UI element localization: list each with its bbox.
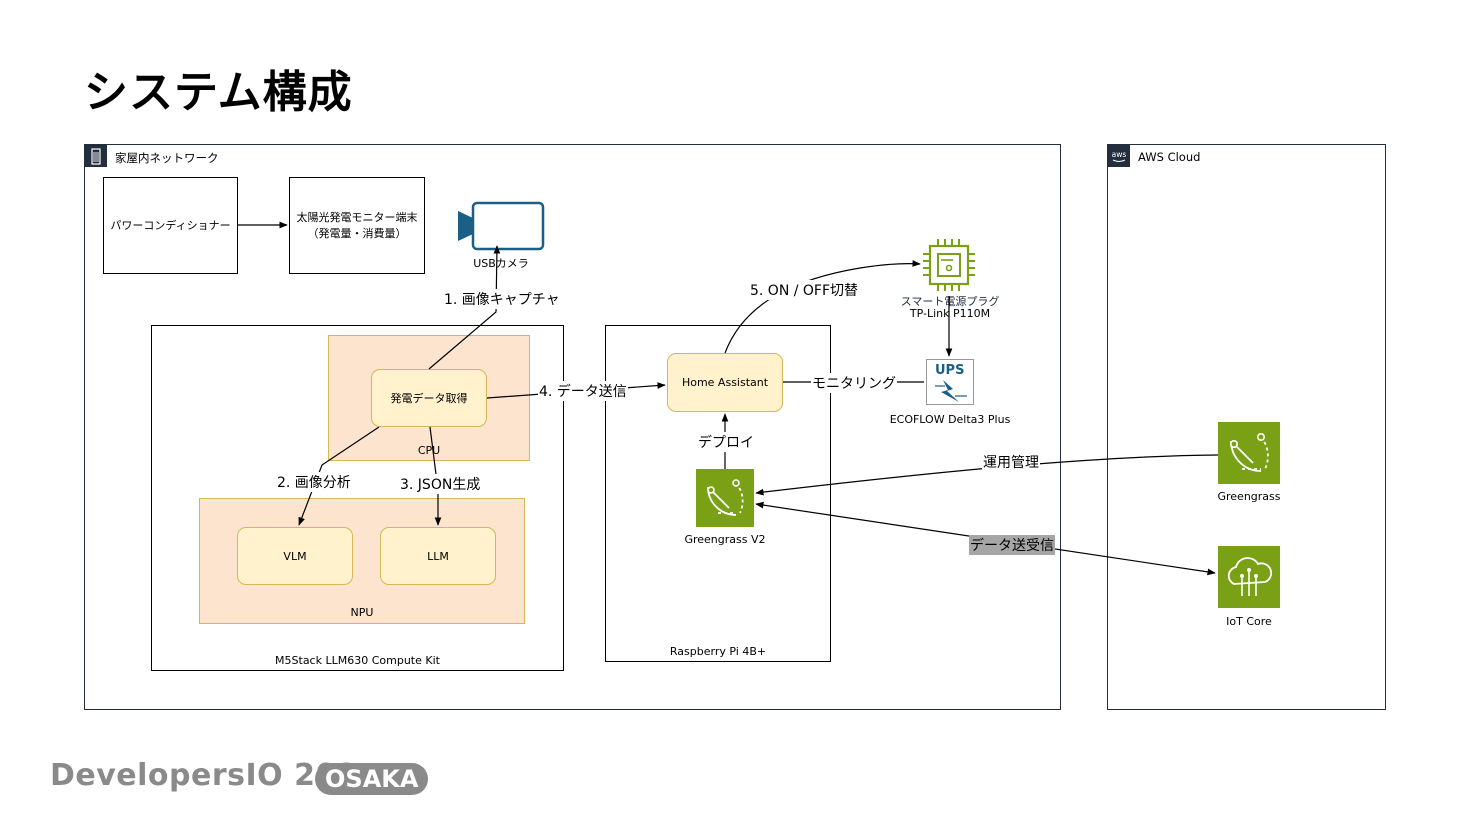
raspi-label: Raspberry Pi 4B+ [669, 645, 767, 658]
aws-cloud-group [1107, 144, 1386, 710]
home-network-group [84, 144, 1061, 710]
ups-icon: UPS [926, 359, 974, 405]
aws-cloud-label: AWS Cloud [1138, 150, 1201, 164]
chip-icon [920, 236, 978, 294]
smart-plug-model: TP-Link P110M [909, 307, 991, 320]
usb-camera-label: USBカメラ [473, 257, 529, 270]
home-assistant-label: Home Assistant [681, 376, 769, 389]
smart-plug-label: スマート電源プラグ [900, 295, 1000, 308]
footer-city-badge: OSAKA [315, 763, 429, 795]
vlm-label: VLM [283, 549, 307, 563]
edge-toggle [724, 260, 921, 354]
m5stack-group [151, 325, 564, 671]
greengrass-v2-label: Greengrass V2 [684, 533, 766, 546]
edge-analyze [298, 426, 380, 526]
building-icon [85, 145, 107, 167]
ecoflow-label: ECOFLOW Delta3 Plus [889, 413, 1011, 426]
home-network-label: 家屋内ネットワーク [115, 151, 219, 165]
edge-label-capture: 1. 画像キャプチャ [443, 289, 561, 309]
edge-capture [428, 245, 501, 370]
power-conditioner-label: パワーコンディショナー [110, 218, 231, 232]
llm-label: LLM [427, 549, 449, 563]
svg-text:aws: aws [1112, 150, 1127, 159]
cpu-label: CPU [417, 444, 441, 457]
ups-badge: UPS [935, 363, 965, 378]
edge-label-send: 4. データ送信 [538, 381, 628, 401]
edge-label-analyze: 2. 画像分析 [276, 472, 352, 492]
edge-label-toggle: 5. ON / OFF切替 [749, 280, 860, 300]
greengrass-cloud-icon [1218, 422, 1280, 484]
greengrass-v2-icon [696, 469, 754, 527]
data-acquire-label: 発電データ取得 [390, 392, 468, 405]
power-conditioner-box: パワーコンディショナー [103, 177, 238, 274]
edge-label-deploy: デプロイ [697, 432, 755, 452]
iot-core-icon [1218, 546, 1280, 608]
greengrass-cloud-label: Greengrass [1217, 490, 1281, 503]
page-title: システム構成 [84, 67, 353, 118]
npu-label: NPU [350, 606, 374, 619]
data-acquire-node: 発電データ取得 [371, 369, 487, 427]
edge-label-data-tx: データ送受信 [969, 535, 1055, 555]
solar-monitor-label: 太陽光発電モニター端末 [296, 210, 418, 224]
edge-label-ops: 運用管理 [982, 452, 1040, 472]
solar-monitor-box: 太陽光発電モニター端末 （発電量・消費量） [289, 177, 425, 274]
vlm-node: VLM [237, 527, 353, 585]
edge-label-monitoring: モニタリング [811, 373, 897, 393]
camera-icon [456, 201, 546, 253]
solar-monitor-sublabel: （発電量・消費量） [307, 226, 407, 240]
home-assistant-node: Home Assistant [667, 353, 783, 412]
iot-core-label: IoT Core [1226, 615, 1272, 628]
aws-logo-icon: aws [1108, 145, 1130, 167]
raspi-group [605, 325, 831, 662]
edge-label-json: 3. JSON生成 [399, 474, 482, 494]
m5stack-label: M5Stack LLM630 Compute Kit [275, 654, 440, 667]
llm-node: LLM [380, 527, 496, 585]
